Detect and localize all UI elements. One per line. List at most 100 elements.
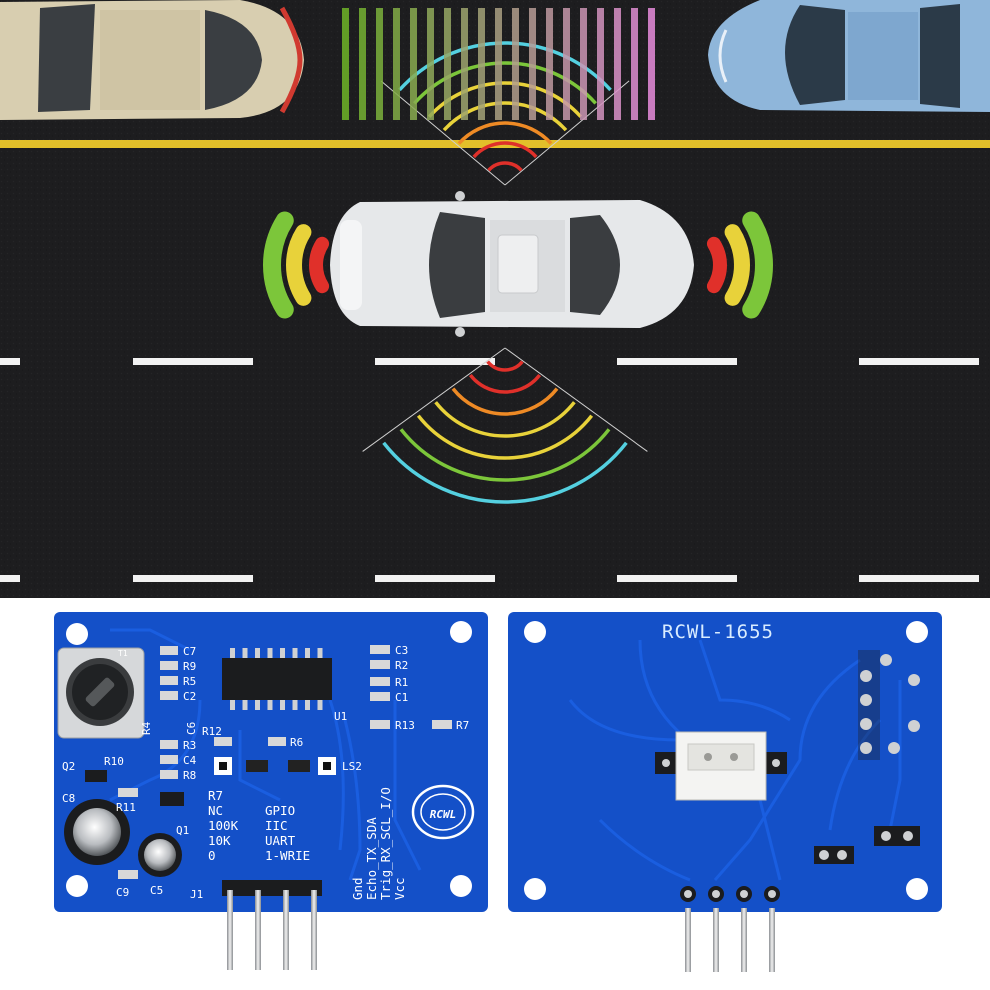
ic-pin <box>280 648 285 658</box>
label-r8: R8 <box>183 769 196 782</box>
label-c7: C7 <box>183 645 196 658</box>
header-pin <box>255 890 261 970</box>
label-q2: Q2 <box>62 760 75 773</box>
side-arc <box>742 211 773 319</box>
label-r5: R5 <box>183 675 196 688</box>
ic-pin <box>242 648 248 658</box>
label-q1: Q1 <box>176 824 189 837</box>
wave-arc <box>451 387 559 416</box>
distance-bar <box>393 8 400 120</box>
distance-bar <box>410 8 417 120</box>
side-arc <box>286 224 312 306</box>
ic-pin <box>242 700 248 710</box>
lane-dash <box>617 358 737 365</box>
side-sensor-arcs-right <box>706 211 773 319</box>
sensor-waves-bottom <box>362 347 648 504</box>
blue-car <box>708 0 990 112</box>
label-r7: R7 <box>456 719 469 732</box>
side-arc <box>706 236 727 294</box>
distance-bar <box>478 8 485 120</box>
electrolytic-capacitor-c8 <box>64 799 130 865</box>
wave-arc <box>486 360 524 372</box>
header-pin <box>227 890 233 970</box>
transistor-q2 <box>85 770 107 782</box>
distance-bar <box>444 8 451 120</box>
ic-pin <box>305 648 310 658</box>
label-u1: U1 <box>334 710 347 723</box>
ic-pin <box>317 700 323 710</box>
wave-edge <box>504 80 630 186</box>
distance-bar <box>563 8 570 120</box>
label-0: 0 <box>208 848 216 863</box>
distance-bar <box>546 8 553 120</box>
wave-arc <box>416 414 594 460</box>
distance-bar <box>580 8 587 120</box>
label-r6: R6 <box>290 736 303 749</box>
label-c1: C1 <box>395 691 408 704</box>
ic-pin <box>255 700 260 710</box>
front-board: RCWL C7 R9 R5 C2 R4 C6 R12 R6 R3 C4 R8 C… <box>54 612 488 970</box>
transistor-q1 <box>160 792 184 806</box>
label-c8: C8 <box>62 792 75 805</box>
label-r13: R13 <box>395 719 415 732</box>
distance-bar <box>427 8 434 120</box>
label-vcc: Vcc <box>392 877 407 900</box>
white-car <box>330 191 694 337</box>
side-arc <box>309 236 330 294</box>
lane-dashes <box>0 358 979 582</box>
label-j1: J1 <box>190 888 203 901</box>
label-nc: NC <box>208 803 223 818</box>
label-c2: C2 <box>183 690 196 703</box>
back-pads <box>814 650 920 864</box>
wave-edge <box>504 347 648 452</box>
wave-arc <box>399 428 611 482</box>
distance-bar <box>376 8 383 120</box>
lane-dash <box>133 358 253 365</box>
distance-bar <box>648 8 655 120</box>
wave-edge <box>380 80 506 186</box>
jst-connector <box>655 731 787 801</box>
side-arc <box>724 224 750 306</box>
label-c3: C3 <box>395 644 408 657</box>
ic-pin <box>267 700 273 710</box>
ic-pin <box>305 700 310 710</box>
header-pin <box>685 908 691 972</box>
ic-pin <box>230 648 235 658</box>
back-pin-header <box>680 886 780 972</box>
header-pin <box>311 890 317 970</box>
wave-arc <box>472 141 538 159</box>
ic-pin <box>317 648 323 658</box>
label-trig-rx-scl-io: Trig_RX_SCL_I/O <box>378 787 393 900</box>
distance-bar <box>631 8 638 120</box>
wave-edge <box>362 347 506 452</box>
front-mounting-holes <box>66 621 472 897</box>
label-ls2: LS2 <box>342 760 362 773</box>
wave-arc <box>434 401 576 438</box>
distance-bar <box>597 8 604 120</box>
label-10k: 10K <box>208 833 231 848</box>
distance-bar <box>359 8 366 120</box>
header-pin <box>283 890 289 970</box>
lane-dash <box>133 575 253 582</box>
lane-dash <box>375 575 495 582</box>
rcwl-logo: RCWL <box>411 784 475 840</box>
distance-bars-top <box>342 8 655 120</box>
distance-bar <box>529 8 536 120</box>
ic-chip-u1 <box>222 648 332 710</box>
ic-pin <box>230 700 235 710</box>
road-scene <box>0 0 990 598</box>
ic-pin <box>292 700 298 710</box>
side-arc <box>263 211 294 319</box>
label-r7-config: R7 <box>208 788 223 803</box>
logo-text: RCWL <box>430 808 457 821</box>
label-r4: R4 <box>140 721 153 735</box>
distance-bar <box>614 8 621 120</box>
label-r9: R9 <box>183 660 196 673</box>
distance-bar <box>495 8 502 120</box>
wave-arc <box>457 121 553 145</box>
label-echo-tx-sda: Echo_TX_SDA <box>364 817 379 900</box>
trimmer-potentiometer <box>57 647 145 739</box>
label-r12: R12 <box>202 725 222 738</box>
